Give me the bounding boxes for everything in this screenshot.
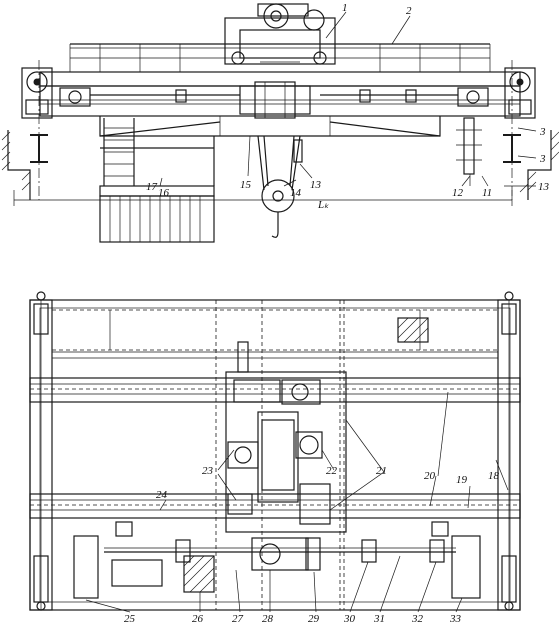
label-23: 23	[202, 465, 214, 477]
plan-frame	[29, 299, 521, 611]
label-21: 21	[376, 465, 387, 477]
label-19: 19	[456, 474, 468, 486]
label-28: 28	[262, 613, 274, 625]
label-32: 32	[411, 613, 424, 625]
label-33: 33	[449, 613, 462, 625]
left-wall	[1, 130, 31, 200]
label-31: 31	[373, 613, 385, 625]
label-22: 22	[326, 465, 338, 477]
label-18: 18	[488, 470, 500, 482]
upper-walkway	[52, 309, 498, 359]
label-13b: 13	[538, 181, 550, 193]
label-17: 17	[146, 181, 158, 193]
left-end-carriage	[21, 67, 91, 119]
label-30: 30	[343, 613, 356, 625]
label-2: 2	[406, 5, 412, 17]
label-27: 27	[232, 613, 244, 625]
operator-cab	[99, 136, 215, 243]
label-15: 15	[240, 179, 252, 191]
access-ladder	[103, 118, 135, 186]
bottom-leader-lines	[85, 391, 509, 613]
label-12: 12	[452, 187, 464, 199]
cab-floor-hatch	[183, 555, 215, 593]
label-26: 26	[192, 613, 204, 625]
label-11: 11	[482, 187, 492, 199]
label-span: Lₖ	[317, 199, 329, 211]
bridge-drive-shafts	[90, 89, 458, 103]
bay-divisions	[109, 300, 421, 610]
label-24: 24	[156, 489, 168, 501]
span-dimension	[13, 60, 513, 206]
label-1: 1	[342, 2, 348, 14]
bridge-drive-line-plan	[73, 521, 481, 599]
hoist-motor	[239, 81, 311, 119]
hook-block	[257, 135, 303, 238]
trolley-plan	[225, 341, 347, 533]
label-3b: 3	[539, 153, 546, 165]
label-25: 25	[124, 613, 136, 625]
label-20: 20	[424, 470, 436, 482]
top-leader-lines	[134, 11, 537, 187]
current-collector	[456, 117, 482, 186]
crane-front-elevation: 1 2 3 3 13 11 12 13 14 15 16 17 Lₖ	[1, 2, 559, 243]
bottom-labels: 18 19 20 21 22 23 24 25 26 27 28 29 30 3…	[124, 465, 500, 625]
label-13: 13	[310, 179, 322, 191]
label-3a: 3	[539, 126, 546, 138]
label-16: 16	[158, 187, 170, 199]
left-end-carriage-plan	[29, 291, 53, 611]
corner-hatch	[397, 317, 429, 343]
trolley	[224, 3, 336, 65]
right-end-carriage-plan	[497, 291, 521, 611]
lower-girder	[29, 493, 521, 519]
label-14: 14	[290, 187, 302, 199]
upper-girder	[29, 377, 521, 403]
right-end-carriage	[457, 67, 536, 119]
top-labels: 1 2 3 3 13 11 12 13 14 15 16 17 Lₖ	[146, 2, 550, 211]
label-29: 29	[308, 613, 320, 625]
crane-plan-view: 18 19 20 21 22 23 24 25 26 27 28 29 30 3…	[29, 291, 521, 625]
